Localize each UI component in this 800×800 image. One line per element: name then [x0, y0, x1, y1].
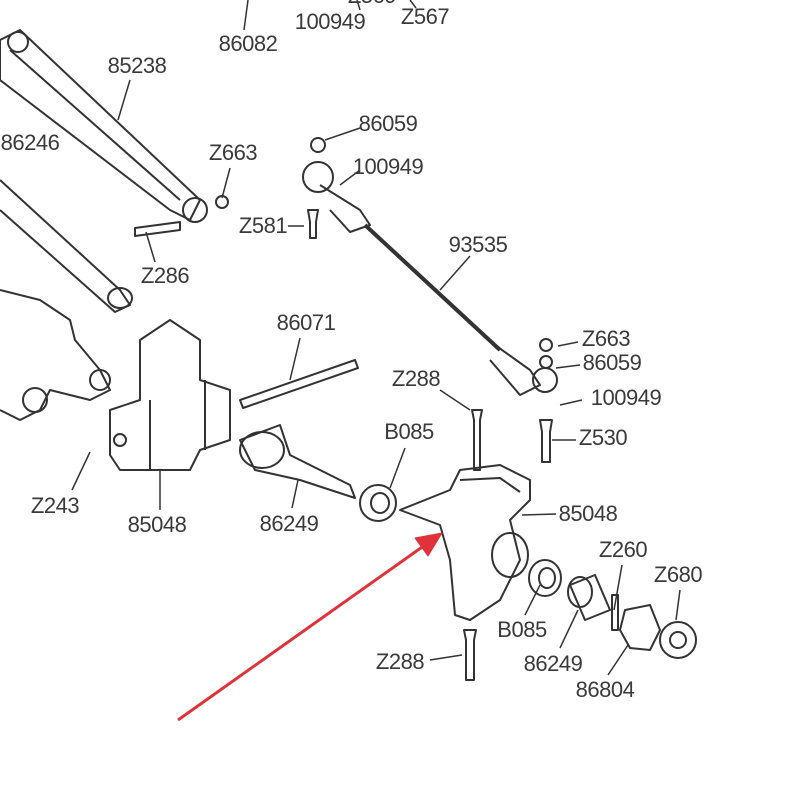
part-label: 85048 [558, 501, 618, 526]
part-label: Z567 [400, 4, 450, 29]
part-label: Z288 [375, 649, 425, 674]
spacer-86249-right [567, 574, 611, 621]
turnbuckle-93535 [302, 137, 558, 396]
hub-carrier-85048-right [399, 464, 531, 621]
axle-86249-left [239, 424, 356, 499]
part-label: Z581 [238, 213, 288, 238]
part-label: 85238 [107, 53, 167, 78]
part-label: Z663 [581, 326, 631, 351]
part-label: Z286 [140, 263, 190, 288]
lower-arm-86246 [0, 179, 133, 313]
red-arrow [177, 532, 443, 722]
pin-86071 [239, 359, 359, 409]
nut-z680 [659, 621, 697, 659]
upper-arm-85238 [0, 29, 208, 223]
part-label: Z243 [30, 493, 80, 518]
chassis-left [0, 289, 111, 421]
pin-z260 [611, 594, 619, 631]
part-label: 85048 [127, 512, 187, 537]
part-label: 86249 [523, 651, 583, 676]
pin-z286 [134, 195, 229, 237]
part-label: 86059 [582, 350, 642, 375]
part-label: 86249 [259, 511, 319, 536]
part-label: B085 [384, 419, 434, 444]
part-label: Z288 [391, 366, 441, 391]
part-label: Z680 [653, 562, 703, 587]
bearing-b085-right [528, 559, 562, 597]
leader-lines [71, 0, 681, 676]
part-label: 93535 [448, 232, 508, 257]
part-label: Z569 [348, 0, 397, 9]
part-label: Z530 [578, 425, 628, 450]
z288-bottom [463, 629, 477, 681]
bearing-b085 [359, 484, 397, 522]
part-label: 100949 [352, 154, 424, 179]
part-label: Z663 [208, 140, 258, 165]
part-label: 100949 [590, 385, 662, 410]
z288-top [471, 409, 483, 471]
part-label: 100949 [294, 9, 366, 34]
part-label: B085 [497, 617, 547, 642]
part-label: 86246 [0, 130, 60, 155]
part-label: 86071 [276, 310, 336, 335]
pins-z581-z530 [307, 209, 553, 463]
part-label: Z260 [598, 537, 648, 562]
part-label: 86082 [218, 31, 278, 56]
hex-86804 [619, 604, 661, 651]
part-label: 86804 [575, 677, 635, 702]
knuckle-85048-left [109, 319, 231, 471]
part-label: 86059 [358, 111, 418, 136]
